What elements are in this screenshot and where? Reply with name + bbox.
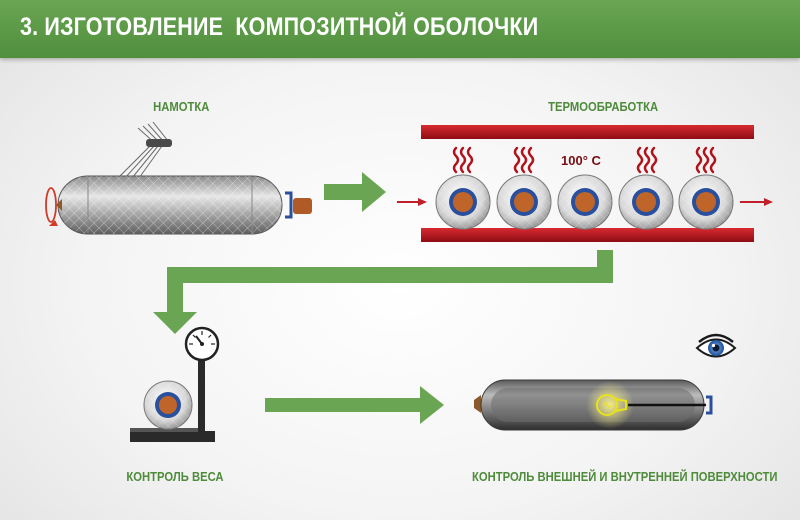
cross-section [496, 174, 552, 230]
arrow-winding-to-heat [324, 172, 386, 212]
scale-gauge-icon [184, 326, 220, 362]
arrow-heat-to-weight [153, 250, 613, 334]
cross-section [618, 174, 674, 230]
weighed-cross-section [143, 380, 193, 430]
fiber-threads-icon [117, 121, 169, 179]
page-title: 3. ИЗГОТОВЛЕНИЕ КОМПОЗИТНОЙ ОБОЛОЧКИ [20, 13, 539, 41]
label-surface-control: КОНТРОЛЬ ВНЕШНЕЙ И ВНУТРЕННЕЙ ПОВЕРХНОСТ… [471, 470, 778, 484]
weight-step [130, 326, 220, 442]
cross-section [435, 174, 491, 230]
scale-post [198, 360, 205, 432]
light-bulb-icon [596, 394, 627, 416]
heat-wave-icon [695, 146, 717, 174]
scale-base [130, 431, 215, 442]
arrow-weight-to-surface [265, 386, 444, 424]
label-winding: НАМОТКА [153, 100, 210, 114]
heat-wave-icon [513, 146, 535, 174]
rotation-arrow-icon [45, 187, 58, 226]
surface-step [474, 379, 713, 431]
end-bracket [706, 395, 713, 415]
heater-bottom [421, 228, 754, 242]
flow-arrow-out [740, 198, 773, 206]
label-heat-treatment: ТЕРМООБРАБОТКА [548, 100, 659, 114]
eye-icon [695, 333, 737, 358]
end-plug [293, 198, 312, 214]
left-fitting [56, 199, 62, 211]
scale-platform [130, 428, 200, 432]
winding-cylinder [57, 175, 283, 235]
heater-top [421, 125, 754, 139]
cross-section [678, 174, 734, 230]
thread-guide [146, 139, 172, 147]
left-fitting [474, 395, 481, 413]
label-weight-control: КОНТРОЛЬ ВЕСА [126, 470, 224, 484]
flow-arrow-in [397, 198, 427, 206]
heat-wave-icon [452, 146, 474, 174]
temperature-label: 100° C [561, 153, 602, 168]
bulb-glow [586, 381, 634, 429]
cross-section [557, 174, 613, 230]
heat-wave-icon [636, 146, 658, 174]
heat-step: 100° C [397, 125, 773, 242]
header-bar: 3. ИЗГОТОВЛЕНИЕ КОМПОЗИТНОЙ ОБОЛОЧКИ [0, 0, 800, 58]
winding-step [45, 121, 312, 235]
end-bracket [285, 191, 293, 219]
